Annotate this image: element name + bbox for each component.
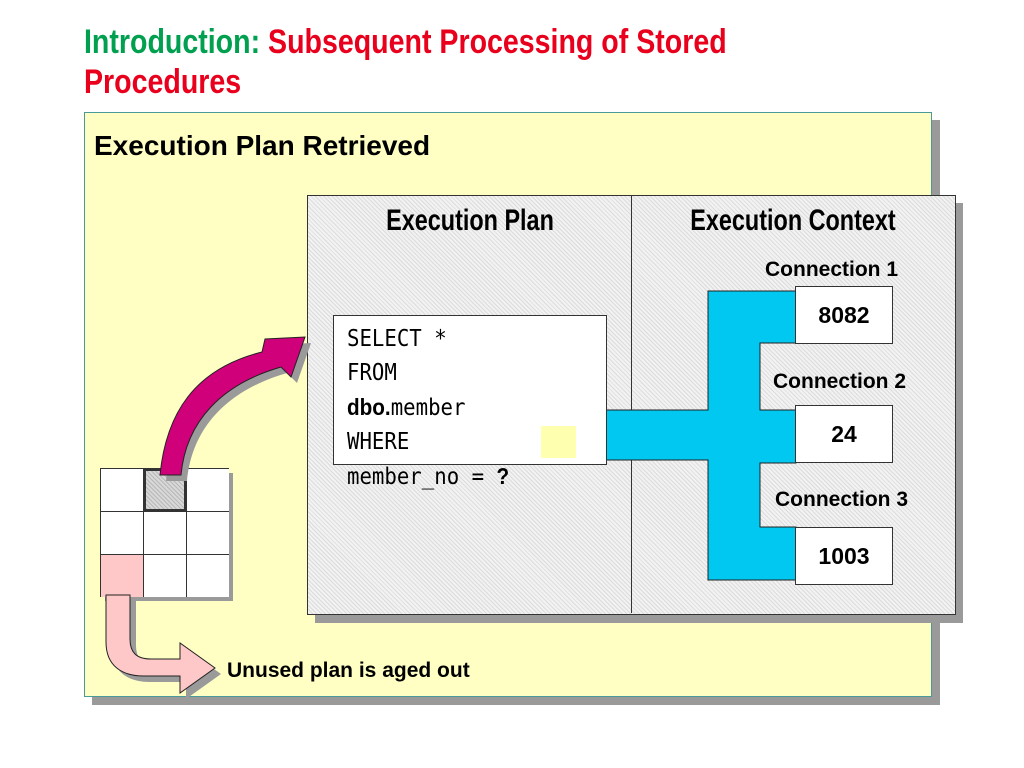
sql-line-table: dbo.member	[347, 390, 509, 425]
parameter-highlight	[541, 426, 576, 458]
connection-1-value: 8082	[795, 286, 893, 344]
slide-title: Introduction: Subsequent Processing of S…	[84, 22, 840, 102]
cache-cell	[187, 512, 229, 554]
connection-3-label: Connection 3	[775, 488, 909, 511]
title-lead: Introduction:	[84, 23, 261, 61]
aged-out-caption: Unused plan is aged out	[227, 659, 470, 682]
cache-cell	[101, 469, 143, 511]
title-subject: Subsequent Processing of Stored Procedur…	[84, 23, 727, 101]
cache-cell	[144, 512, 186, 554]
sql-condition: member_no =	[347, 464, 497, 490]
cache-cell	[101, 512, 143, 554]
cache-cell-retrieved	[144, 469, 186, 511]
cache-cell	[144, 555, 186, 597]
column-divider	[631, 196, 632, 613]
cache-cell	[187, 469, 229, 511]
cache-cell	[187, 555, 229, 597]
connection-2-label: Connection 2	[773, 370, 907, 393]
sql-schema: dbo.	[347, 394, 391, 420]
cache-cell-aged-out	[101, 555, 143, 597]
sql-line-condition: member_no = ?	[347, 459, 509, 494]
connector-shape	[603, 290, 797, 581]
execution-context-heading: Execution Context	[690, 204, 896, 237]
sql-table-name: member	[390, 395, 466, 421]
sql-parameter: ?	[496, 463, 510, 489]
sql-line-from: FROM	[347, 360, 397, 386]
sql-statement: SELECT * FROM dbo.member WHERE member_no…	[347, 322, 509, 494]
plan-cache-grid	[100, 468, 229, 597]
connection-3-value: 1003	[795, 527, 893, 585]
connection-1-label: Connection 1	[765, 258, 899, 281]
execution-plan-heading: Execution Plan	[386, 204, 554, 237]
sql-line-where: WHERE	[347, 429, 410, 455]
panel-heading: Execution Plan Retrieved	[94, 130, 431, 161]
connection-2-value: 24	[795, 405, 893, 463]
sql-line-select: SELECT *	[347, 326, 447, 352]
